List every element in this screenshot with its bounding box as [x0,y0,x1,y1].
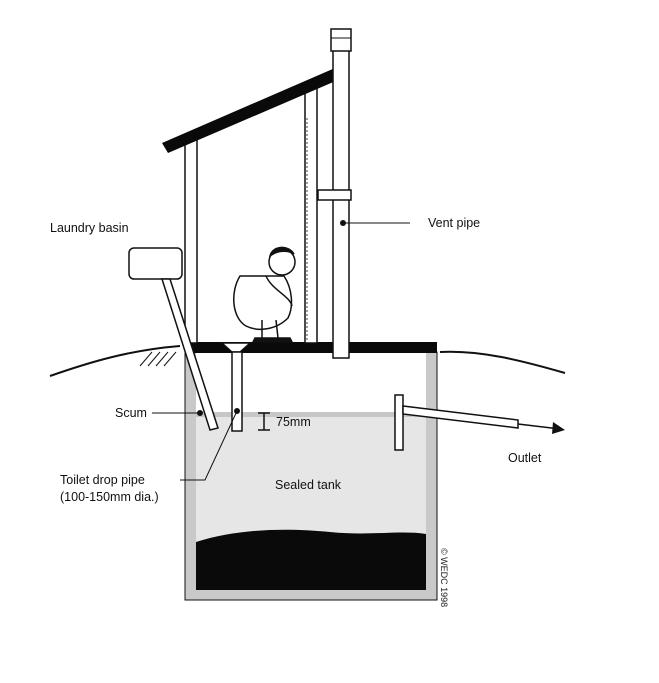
drop-pipe-label-line1: Toilet drop pipe [60,473,145,487]
vent-pipe [332,49,350,359]
ground-hatching [139,351,177,367]
outlet-label: Outlet [508,451,542,465]
sludge-layer [196,529,426,590]
outlet-arrowhead [552,422,565,434]
drop-pipe-dot [234,408,240,414]
outlet-pipe [394,394,519,451]
scum-label: Scum [115,406,147,420]
sealed-tank-label: Sealed tank [275,478,342,492]
basin-drain-pipe [160,278,219,431]
vent-pipe-bracket [317,189,352,201]
vent-pipe-dot [340,220,346,226]
depth-dimension-marker [258,412,270,431]
depth-label: 75mm [276,415,311,429]
floor-slab [185,342,437,353]
squatting-person [233,246,296,343]
vent-pipe-label: Vent pipe [428,216,480,230]
roof [162,68,338,153]
toilet-drop-pipe [231,351,243,432]
laundry-basin [128,247,183,280]
left-wall-post [184,139,198,344]
ground-surface [49,345,566,377]
copyright-notice: © WEDC 1998 [439,548,449,607]
scum-layer [196,412,426,417]
vent-pipe-cap [330,28,352,52]
drop-pipe-label-line2: (100-150mm dia.) [60,490,159,504]
laundry-basin-label: Laundry basin [50,221,129,235]
leader-lines [152,222,410,481]
scum-dot [197,410,203,416]
